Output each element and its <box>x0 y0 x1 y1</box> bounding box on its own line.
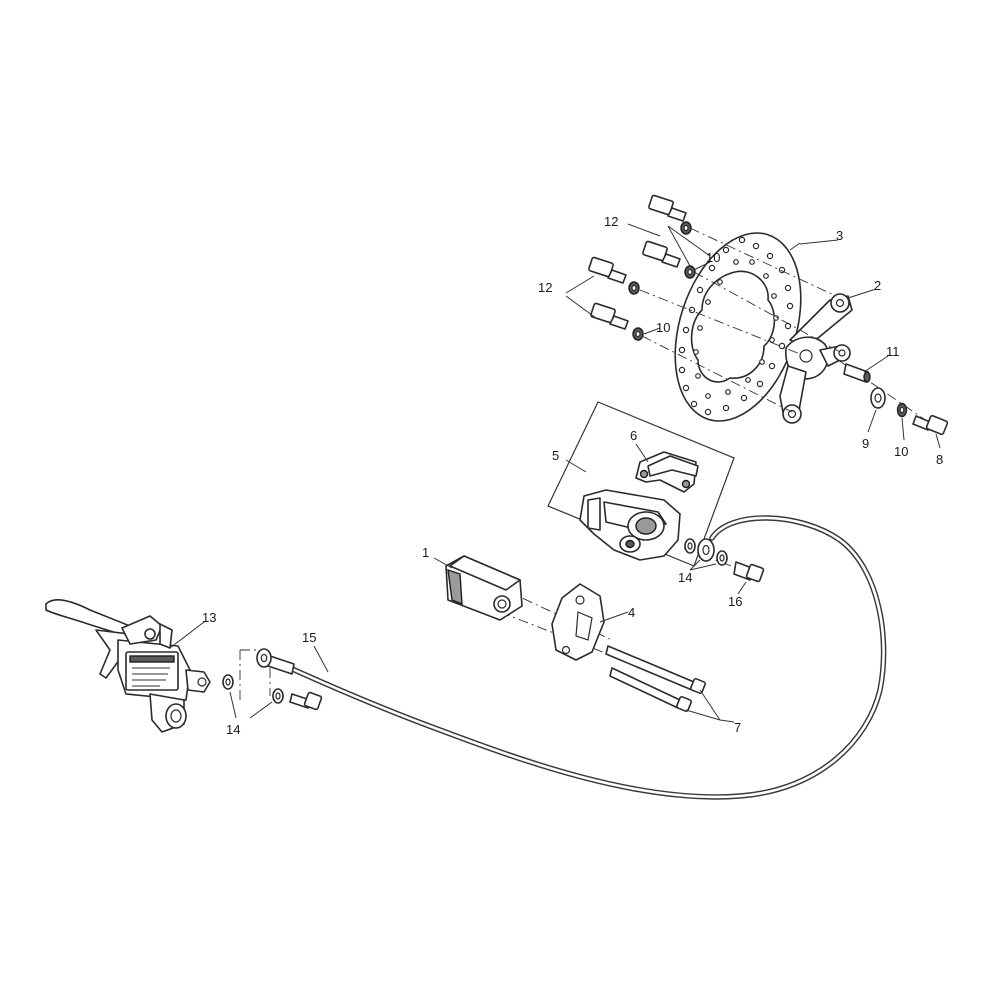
callout-5: 5 <box>552 448 559 463</box>
callout-14-master: 14 <box>226 722 240 737</box>
banjo-washers-master <box>222 674 284 704</box>
leader-lines <box>169 223 941 723</box>
banjo-fitting-caliper <box>697 538 715 562</box>
hub-pin <box>843 363 871 383</box>
brake-disc <box>674 232 802 422</box>
callout-12-top: 12 <box>604 214 618 229</box>
disc-bolt <box>590 302 629 330</box>
banjo-washers <box>684 538 728 566</box>
brake-pads <box>635 451 699 493</box>
callout-14-caliper: 14 <box>678 570 692 585</box>
caliper-long-bolts <box>605 645 707 713</box>
callout-2: 2 <box>874 278 881 293</box>
callout-16: 16 <box>728 594 742 609</box>
callouts: 1 2 3 4 5 6 7 8 9 10 10 10 11 12 12 13 1… <box>202 214 943 737</box>
callout-6: 6 <box>630 428 637 443</box>
callout-10-top: 10 <box>706 250 720 265</box>
master-cylinder <box>117 615 211 733</box>
caliper-mount <box>445 555 523 621</box>
disc-bolt <box>648 194 687 222</box>
callout-8: 8 <box>936 452 943 467</box>
banjo-bolt-caliper <box>733 561 765 583</box>
callout-13: 13 <box>202 610 216 625</box>
brake-caliper <box>579 489 681 561</box>
callout-7: 7 <box>734 720 741 735</box>
hub-bolt <box>912 414 949 436</box>
callout-15: 15 <box>302 630 316 645</box>
flat-washer <box>870 387 886 409</box>
caliper-bracket-plate <box>551 583 605 661</box>
spring-washer <box>896 402 908 418</box>
disc-bolt <box>642 240 681 268</box>
callout-12-left: 12 <box>538 280 552 295</box>
banjo-bolt-master <box>289 691 323 711</box>
callout-10-mid: 10 <box>656 320 670 335</box>
brake-hose <box>256 515 887 800</box>
callout-4: 4 <box>628 605 635 620</box>
callout-10-right: 10 <box>894 444 908 459</box>
callout-9: 9 <box>862 436 869 451</box>
callout-1: 1 <box>422 545 429 560</box>
callout-3: 3 <box>836 228 843 243</box>
disc-vent-holes <box>678 236 794 416</box>
disc-bolt <box>588 256 627 284</box>
callout-11: 11 <box>886 344 900 359</box>
disc-hub-carrier <box>779 293 853 424</box>
disc-bolts-group <box>588 194 696 341</box>
